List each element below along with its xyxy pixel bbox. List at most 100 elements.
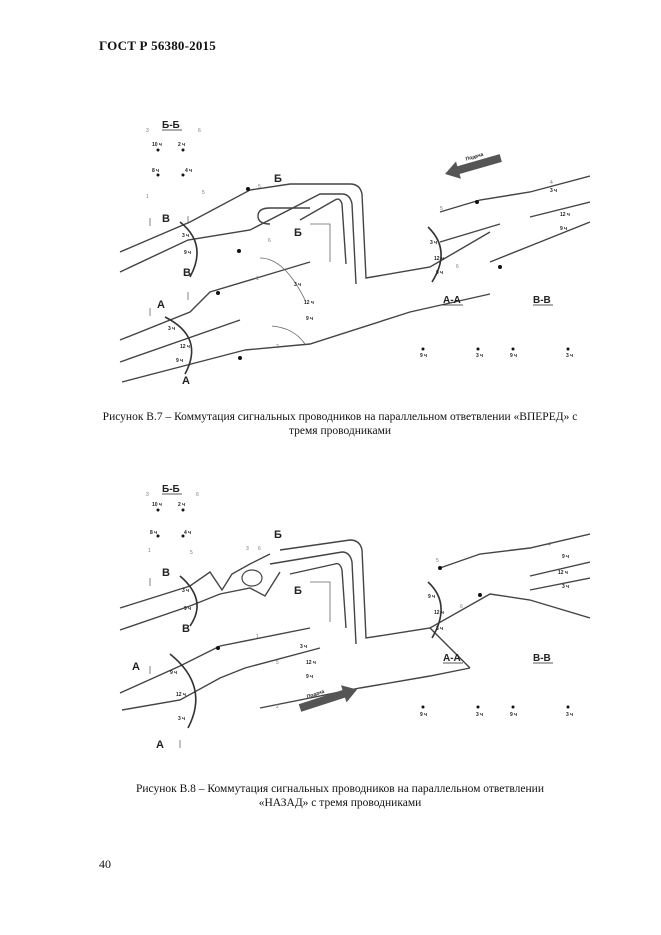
conductor-number: 6 [456, 264, 459, 270]
clock-label: 9 ч [184, 250, 191, 256]
clock-label: 3 ч [476, 712, 483, 718]
clock-label: 12 ч [180, 344, 190, 350]
clock-label: 9 ч [176, 358, 183, 364]
section-label-aa: А-А [443, 653, 461, 664]
conductor-number: 5 [190, 550, 193, 556]
clock-label: 12 ч [560, 212, 570, 218]
clock-label: 3 ч [430, 240, 437, 246]
conductor-number: 5 [276, 660, 279, 666]
conductor-number: 6 [198, 128, 201, 134]
feed-arrow: Подача [298, 685, 358, 712]
clock-label: 8 ч [150, 530, 157, 536]
clock-label: 4 ч [184, 530, 191, 536]
clock-label: 9 ч [510, 353, 517, 359]
conductor-number: 6 [460, 604, 463, 610]
diagram-forward-branch: Подача Б-Б А-А В-В В В А А Б Б 10 ч 2 ч … [119, 120, 590, 387]
cut-label-v-top: В [162, 213, 170, 225]
clock-label: 3 ч [168, 326, 175, 332]
caption-line: тремя проводниками [289, 425, 391, 437]
conductor-number: 1 [146, 194, 149, 200]
clock-label: 2 ч [178, 502, 185, 508]
clock-label: 9 ч [420, 712, 427, 718]
clock-label: 3 ч [476, 353, 483, 359]
cut-label-a-bottom: А [182, 375, 190, 387]
caption-line: Рисунок В.8 – Коммутация сигнальных пров… [135, 783, 544, 795]
conductor-number: 3 [246, 546, 249, 552]
feed-arrow: Подача [445, 152, 502, 179]
section-label-aa: А-А [443, 295, 461, 306]
clock-label: 12 ч [434, 256, 444, 262]
clock-label: 8 ч [152, 168, 159, 174]
clock-label: 3 ч [300, 644, 307, 650]
conductor-number: 1 [256, 276, 259, 282]
clock-label: 9 ч [436, 270, 443, 276]
cut-label-a-top: А [132, 661, 140, 673]
cut-label-b-bottom: Б [294, 227, 302, 239]
conductor-number: 2 [276, 344, 279, 350]
conductor-number: 3 [146, 128, 149, 134]
cut-label-v-bottom: В [182, 623, 190, 635]
clock-label: 9 ч [306, 316, 313, 322]
conductor-number: 1 [256, 634, 259, 640]
conductor-number: 3 [146, 492, 149, 498]
clock-label: 3 ч [436, 626, 443, 632]
clock-label: 12 ч [558, 570, 568, 576]
caption-line: Рисунок В.7 – Коммутация сигнальных пров… [102, 411, 578, 423]
cut-label-b-top: Б [274, 529, 282, 541]
clock-label: 9 ч [420, 353, 427, 359]
figure-b8: Подача Б-Б А-А В-В В В А А Б Б 10 ч 2 ч … [110, 478, 590, 768]
clock-label: 9 ч [184, 606, 191, 612]
clock-label: 3 ч [566, 353, 573, 359]
conductor-number: 5 [440, 206, 443, 212]
section-label-vv: В-В [533, 295, 551, 306]
clock-label: 9 ч [306, 674, 313, 680]
conductor-number: 2 [276, 704, 279, 710]
cut-label-a-bottom: А [156, 739, 164, 751]
clock-label: 9 ч [428, 594, 435, 600]
clock-label: 12 ч [304, 300, 314, 306]
section-label-vv: В-В [533, 653, 551, 664]
clock-label: 3 ч [562, 584, 569, 590]
clock-label: 3 ч [182, 233, 189, 239]
cut-label-a-top: А [157, 299, 165, 311]
diagram-backward-branch: Подача Б-Б А-А В-В В В А А Б Б 10 ч 2 ч … [119, 484, 590, 751]
clock-label: 3 ч [566, 712, 573, 718]
feed-arrow-label: Подача [465, 152, 484, 163]
clock-label: 10 ч [152, 142, 162, 148]
conductor-number: 1 [148, 548, 151, 554]
conductor-number: 6 [196, 492, 199, 498]
clock-label: 3 ч [178, 716, 185, 722]
caption-line: «НАЗАД» с тремя проводниками [258, 797, 422, 809]
clock-label: 9 ч [510, 712, 517, 718]
conductor-number: 4 [548, 542, 551, 548]
cut-label-b-bottom: Б [294, 585, 302, 597]
clock-label: 12 ч [434, 610, 444, 616]
clock-label: 10 ч [152, 502, 162, 508]
clock-label: 9 ч [560, 226, 567, 232]
clock-label: 3 ч [550, 188, 557, 194]
section-label-bb: Б-Б [162, 484, 180, 495]
clock-label: 3 ч [294, 282, 301, 288]
clock-label: 3 ч [182, 588, 189, 594]
feed-arrow-label: Подача [306, 689, 325, 700]
conductor-number: 6 [268, 238, 271, 244]
figure-b7-caption: Рисунок В.7 – Коммутация сигнальных пров… [60, 410, 620, 438]
document-header: ГОСТ Р 56380-2015 [99, 38, 216, 53]
conductor-number: 5 [258, 184, 261, 190]
conductor-number: 4 [550, 180, 553, 186]
clock-label: 9 ч [170, 670, 177, 676]
cut-label-b-top: Б [274, 173, 282, 185]
conductor-number: 6 [258, 546, 261, 552]
page-number: 40 [99, 857, 111, 871]
cut-label-v-bottom: В [183, 267, 191, 279]
clock-label: 12 ч [306, 660, 316, 666]
figure-b8-caption: Рисунок В.8 – Коммутация сигнальных пров… [60, 782, 620, 810]
conductor-number: 5 [436, 558, 439, 564]
cut-label-v-top: В [162, 567, 170, 579]
figure-b7: Подача Б-Б А-А В-В В В А А Б Б 10 ч 2 ч … [110, 112, 590, 402]
section-label-bb: Б-Б [162, 120, 180, 131]
clock-label: 2 ч [178, 142, 185, 148]
clock-label: 9 ч [562, 554, 569, 560]
conductor-number: 5 [202, 190, 205, 196]
clock-label: 4 ч [185, 168, 192, 174]
